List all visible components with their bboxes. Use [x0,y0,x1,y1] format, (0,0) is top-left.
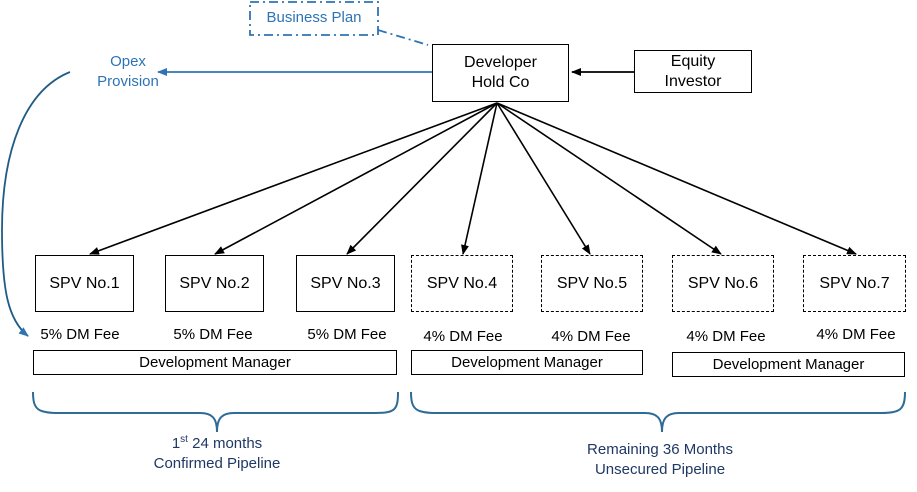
unsecured-pipeline-brace [410,391,906,433]
arrow-spv-4 [461,102,498,255]
spv-box-5: SPV No.5 [541,255,643,312]
arrow-spv-2 [214,102,498,255]
caption-1-line-2: Confirmed Pipeline [153,455,281,472]
spv-fee-1: 5% DM Fee [40,326,120,343]
developer-hold-co-box: Developer Hold Co [432,44,569,102]
spv-box-1: SPV No.1 [35,255,134,312]
business-plan-box [249,1,379,36]
development-manager-bar-2: Development Manager [411,350,643,375]
spv-box-4: SPV No.4 [411,255,513,312]
development-manager-bar-1: Development Manager [33,350,397,375]
opex-line-1: Opex [110,53,146,70]
arrow-spv-5 [496,102,591,255]
caption-1-number: 1 [171,435,181,452]
spv-fee-2: 5% DM Fee [173,326,253,343]
spv-box-7: SPV No.7 [803,255,906,312]
caption-1-period: 24 months [187,435,263,452]
spv-fee-4: 4% DM Fee [423,328,503,345]
opex-curve-arrow [1,71,71,337]
equity-line-2: Investor [664,72,722,90]
developer-line-1: Developer [464,54,537,71]
arrow-spv-6 [496,102,722,255]
opex-provision-label: Opex Provision [88,52,168,92]
spv-box-6: SPV No.6 [672,255,774,312]
caption-2-line-1: Remaining 36 Months [587,441,733,458]
arrow-spv-3 [346,102,498,255]
business-plan-label: Business Plan [266,9,362,26]
equity-line-1: Equity [670,52,716,70]
unsecured-pipeline-caption: Remaining 36 Months Unsecured Pipeline [560,440,760,480]
spv-fee-5: 4% DM Fee [551,328,631,345]
spv-box-2: SPV No.2 [165,255,264,312]
spv-fee-3: 5% DM Fee [307,326,387,343]
development-manager-bar-3: Development Manager [672,352,905,377]
developer-line-2: Hold Co [471,74,530,91]
confirmed-pipeline-brace [32,391,399,433]
equity-investor-box: Equity Investor [634,50,752,93]
opex-line-2: Provision [97,73,159,90]
arrow-spv-1 [89,102,498,255]
arrow-spv-7 [496,102,857,255]
spv-box-3: SPV No.3 [296,255,395,312]
caption-2-line-2: Unsecured Pipeline [594,461,726,478]
business-plan-connector [377,29,429,46]
confirmed-pipeline-caption: 1st 24 months Confirmed Pipeline [137,434,297,474]
caption-1-ordinal: st [180,434,188,445]
spv-fee-7: 4% DM Fee [816,326,896,343]
spv-fee-6: 4% DM Fee [686,328,766,345]
